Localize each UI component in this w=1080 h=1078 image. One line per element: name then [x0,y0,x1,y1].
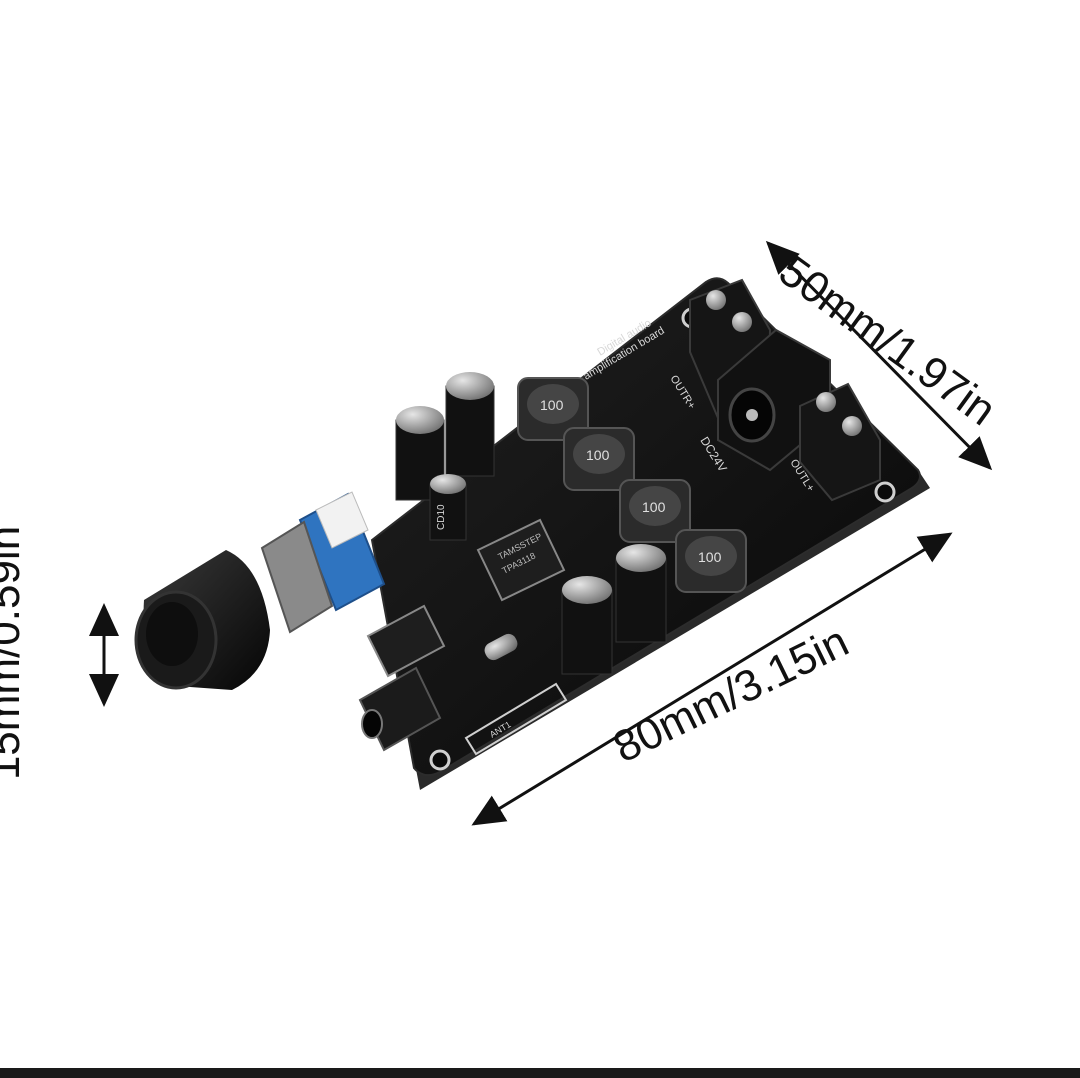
bluetooth-chip [366,604,446,678]
audio-jack [358,666,442,752]
inductor-label: 100 [698,549,722,565]
inductor: 100 [675,529,747,593]
inductors: 100 100 100 100 [517,377,747,593]
capacitor [615,544,667,643]
height-dimension-label: 15mm/0.59in [0,525,30,781]
bottom-bar [0,1068,1080,1078]
inductor: 100 [619,479,691,543]
crystal [484,633,518,661]
capacitors: CD10 [395,372,667,675]
terminal-block-left [799,382,881,502]
inductor-label: 100 [642,499,666,515]
cap-label: CD10 [436,504,447,530]
inductor-label: 100 [540,397,564,413]
volume-knob [134,550,270,690]
dimension-arrows [89,240,993,826]
length-arrow [471,532,953,826]
potentiometer [260,491,386,634]
inductor: 100 [563,427,635,491]
amplifier-chip: TAMSSTEP TPA3118 [476,518,566,602]
capacitor [445,372,495,477]
amplifier-board: Digital audio amplification board OUTR+ … [134,277,930,790]
capacitor [395,406,445,501]
capacitor: CD10 [429,474,467,541]
capacitor [561,576,613,675]
inductor: 100 [517,377,589,441]
width-arrow [765,240,993,471]
inductor-label: 100 [586,447,610,463]
